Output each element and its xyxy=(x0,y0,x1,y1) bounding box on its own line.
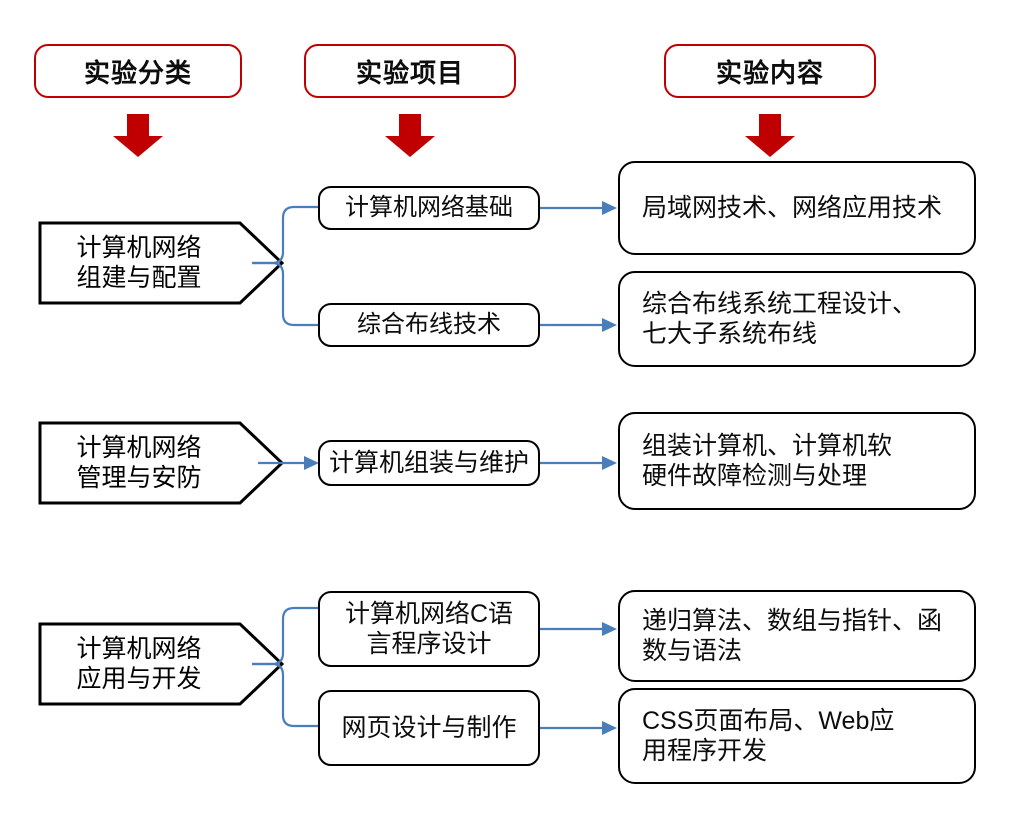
red-down-arrow-category xyxy=(113,114,163,157)
content-box-1-1: 局域网技术、网络应用技术 xyxy=(618,161,976,255)
project-box-3-2: 网页设计与制作 xyxy=(318,690,540,766)
project-label-1-1-line1: 计算机网络基础 xyxy=(345,193,513,221)
header-box-category: 实验分类 xyxy=(34,44,242,98)
project-label-3-2-line1: 网页设计与制作 xyxy=(341,714,517,742)
arrow-project-to-content-2-1 xyxy=(540,456,617,470)
category-pentagon-1 xyxy=(38,221,284,305)
red-down-arrow-project xyxy=(385,114,435,157)
header-label-category: 实验分类 xyxy=(83,57,192,88)
red-down-arrow-content xyxy=(745,114,795,157)
arrow-category-to-project-2 xyxy=(258,456,319,470)
content-label-3-2-line2: 用程序开发 xyxy=(642,737,768,765)
fork-connector-3 xyxy=(252,606,318,728)
content-label-3-2-line1: CSS页面布局、Web应 xyxy=(642,707,895,735)
header-box-content: 实验内容 xyxy=(664,44,876,98)
header-label-content: 实验内容 xyxy=(715,57,824,88)
content-label-1-2-line2: 七大子系统布线 xyxy=(642,320,818,348)
arrow-project-to-content-1-2 xyxy=(540,318,617,332)
project-label-3-1-line1: 计算机网络C语 xyxy=(344,600,514,628)
header-label-project: 实验项目 xyxy=(355,57,464,88)
content-box-3-2: CSS页面布局、Web应 用程序开发 xyxy=(618,688,976,784)
arrow-project-to-content-3-2 xyxy=(540,721,617,735)
category-label-1-line1: 计算机网络 xyxy=(76,234,202,262)
content-label-3-1-line1: 递归算法、数组与指针、函 xyxy=(642,607,943,635)
project-box-3-1: 计算机网络C语 言程序设计 xyxy=(318,591,540,667)
project-box-1-2: 综合布线技术 xyxy=(318,303,540,347)
content-label-1-2-line1: 综合布线系统工程设计、 xyxy=(642,290,918,318)
arrow-project-to-content-1-1 xyxy=(540,201,617,215)
category-pentagon-2 xyxy=(38,421,284,505)
content-box-2-1: 组装计算机、计算机软 硬件故障检测与处理 xyxy=(618,412,976,510)
content-box-3-1: 递归算法、数组与指针、函 数与语法 xyxy=(618,590,976,682)
category-label-3: 计算机网络 应用与开发 xyxy=(38,622,284,706)
content-label-2-1-line2: 硬件故障检测与处理 xyxy=(642,462,868,490)
project-label-3-1-line2: 言程序设计 xyxy=(366,630,492,658)
project-box-1-1: 计算机网络基础 xyxy=(318,186,540,230)
category-label-2: 计算机网络 管理与安防 xyxy=(38,421,284,505)
header-box-project: 实验项目 xyxy=(304,44,516,98)
content-box-1-2: 综合布线系统工程设计、 七大子系统布线 xyxy=(618,271,976,367)
category-label-1-line2: 组建与配置 xyxy=(76,264,202,292)
category-label-2-line1: 计算机网络 xyxy=(76,434,202,462)
category-label-3-line2: 应用与开发 xyxy=(76,665,202,693)
category-pentagon-3 xyxy=(38,622,284,706)
content-label-1-1-line1: 局域网技术、网络应用技术 xyxy=(642,194,943,222)
content-label-3-1-line2: 数与语法 xyxy=(642,637,743,665)
project-label-1-2-line1: 综合布线技术 xyxy=(357,310,501,338)
project-box-2-1: 计算机组装与维护 xyxy=(318,440,540,486)
category-label-1: 计算机网络 组建与配置 xyxy=(38,221,284,305)
arrow-project-to-content-3-1 xyxy=(540,622,617,636)
fork-connector-1 xyxy=(252,205,318,327)
project-label-2-1-line1: 计算机组装与维护 xyxy=(328,449,529,477)
category-label-2-line2: 管理与安防 xyxy=(76,464,202,492)
category-label-3-line1: 计算机网络 xyxy=(76,635,202,663)
content-label-2-1-line1: 组装计算机、计算机软 xyxy=(642,432,893,460)
